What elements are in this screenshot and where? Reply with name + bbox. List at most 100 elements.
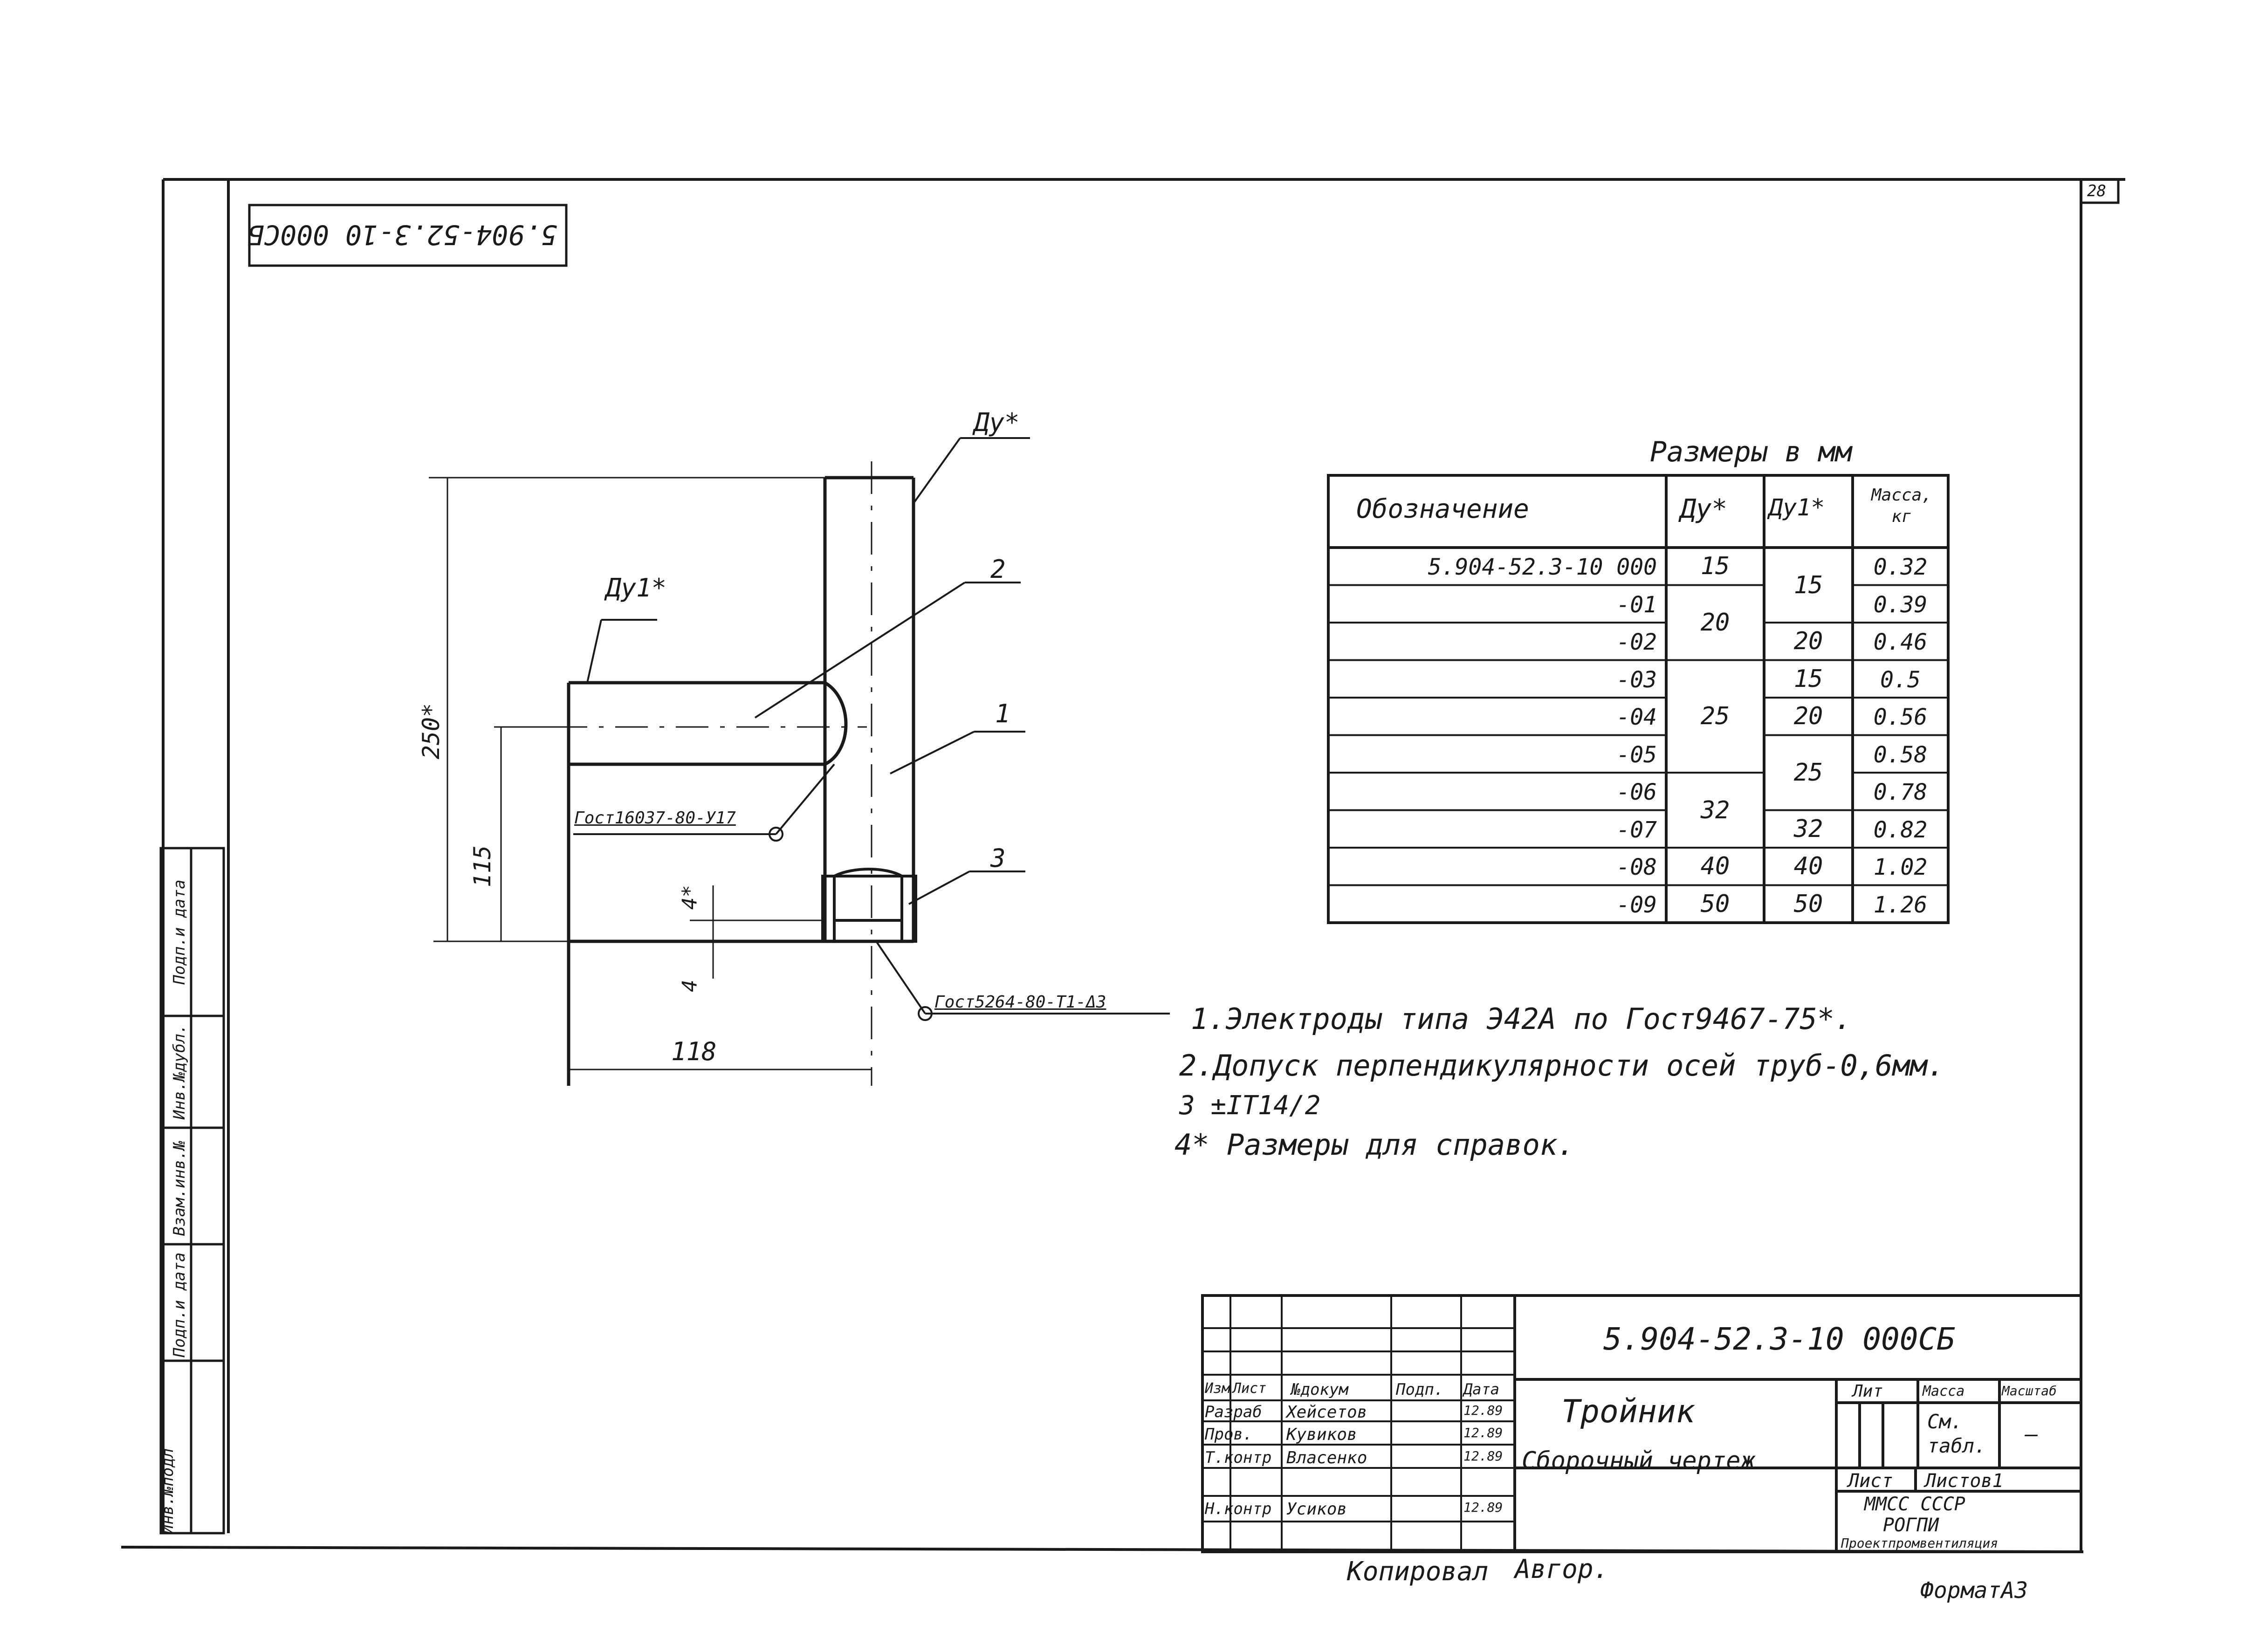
size-table-du: 40 (1700, 852, 1730, 881)
staff-date: 12.89 (1463, 1448, 1503, 1464)
size-table-header-du1: Ду1* (1769, 494, 1825, 521)
staff-date: 12.89 (1463, 1403, 1503, 1418)
staff-name: Усиков (1286, 1500, 1347, 1519)
size-table-mass: 0.58 (1873, 741, 1928, 768)
staff-date: 12.89 (1463, 1500, 1503, 1515)
col-header-doc: №докум (1291, 1380, 1348, 1399)
copied-label: Копировал (1347, 1556, 1489, 1587)
size-table-du: 15 (1700, 552, 1730, 581)
size-table-designation: -07 (1616, 816, 1657, 843)
side-stamp-grid (159, 847, 225, 1535)
size-table-designation: -03 (1616, 666, 1657, 693)
size-table-mass: 0.39 (1873, 591, 1928, 618)
staff-role: Пров. (1205, 1425, 1253, 1444)
title-designation: 5.904-52.3-10 000СБ (1603, 1321, 1955, 1357)
note-1: 1.Электроды типа Э42А по Гост9467-75*. (1191, 1002, 1852, 1036)
org-line-3: Проектпромвентиляция (1841, 1535, 1999, 1551)
size-table-designation: -02 (1616, 629, 1657, 655)
title-block-staff-grid (1202, 1296, 1515, 1552)
note-4: 4* Размеры для справок. (1175, 1128, 1575, 1162)
size-table-designation: -09 (1616, 891, 1657, 918)
sheets-label: Листов1 (1925, 1470, 2004, 1492)
side-stamp-label-5: Подп.и дата (170, 879, 189, 985)
size-table-du: 20 (1700, 609, 1730, 637)
mass-value: См. табл. (1927, 1410, 1986, 1457)
size-table-designation: -04 (1616, 704, 1657, 730)
callout-3: 3 (990, 843, 1006, 873)
staff-name: Власенко (1286, 1448, 1367, 1467)
top-code-box (248, 204, 568, 267)
leader-lines (573, 437, 1170, 1015)
dim-4star: 4* (678, 885, 702, 910)
size-table-du: 32 (1700, 796, 1730, 824)
staff-name: Хейсетов (1286, 1403, 1367, 1422)
label-du: Ду* (974, 408, 1020, 437)
page-number-box (2080, 178, 2120, 204)
tee-bottom-cap (821, 868, 917, 943)
size-table-mass: 1.26 (1873, 891, 1928, 918)
weld-note-1: Гост16037-80-У17 (574, 809, 736, 828)
weld-note-2: Гост5264-80-Т1-Δ3 (934, 993, 1106, 1012)
dim-height: 250* (418, 703, 445, 760)
size-table-mass: 0.82 (1873, 816, 1928, 843)
callout-1: 1 (995, 699, 1010, 728)
size-table-du1: 20 (1793, 702, 1823, 731)
sheet-label: Лист (1848, 1470, 1893, 1492)
col-header-list: Лист (1233, 1380, 1267, 1397)
side-stamp-label-3: Взам.инв.№ (170, 1140, 189, 1236)
page-number: 28 (2087, 182, 2106, 200)
size-table-designation: -08 (1616, 854, 1657, 880)
size-table-du1: 20 (1793, 627, 1823, 656)
dim-4: 4 (678, 980, 702, 992)
size-table-mass: 0.46 (1873, 629, 1928, 655)
staff-date: 12.89 (1463, 1425, 1503, 1440)
lit-label: Лит (1853, 1382, 1883, 1401)
size-table-du1: 32 (1793, 815, 1823, 843)
title-block-grid (1201, 1294, 2082, 1553)
side-stamp-label-4: Инв.№дубл. (170, 1024, 189, 1120)
size-table-mass: 1.02 (1873, 854, 1928, 880)
scale-value: — (2025, 1421, 2038, 1446)
size-table-header-designation: Обозначение (1356, 494, 1529, 524)
weld-marker-2 (918, 1006, 933, 1021)
size-table-du1: 40 (1793, 852, 1823, 881)
size-table-mass: 0.78 (1873, 779, 1928, 805)
size-table-row-lines (1328, 584, 1948, 886)
weld-marker-1 (769, 827, 783, 842)
size-table-header-mass: Масса, кг (1871, 486, 1932, 526)
label-du1: Ду1* (606, 573, 667, 603)
title-name: Тройник (1561, 1393, 1695, 1430)
side-stamp-label-1: Инв.№подл (158, 1448, 177, 1535)
col-header-date: Дата (1463, 1380, 1500, 1398)
staff-role: Разраб (1205, 1403, 1262, 1421)
size-table-du1: 25 (1793, 759, 1823, 787)
dim-118: 118 (671, 1037, 717, 1066)
org-line-1: ММСС СССР (1864, 1494, 1965, 1515)
size-table-mass: 0.32 (1873, 554, 1928, 580)
top-rotated-code: 5.904-52.3-10 000СБ (247, 219, 557, 251)
size-table-caption: Размеры в мм (1650, 436, 1852, 468)
tee-branch-pipe (567, 681, 848, 1086)
size-table-designation: -05 (1616, 741, 1657, 768)
size-table-designation: -06 (1616, 779, 1657, 805)
size-table-header-du: Ду* (1680, 494, 1728, 524)
dimension-lines (429, 477, 872, 1070)
title-doc-type: Сборочный чертеж (1522, 1447, 1755, 1475)
size-table-mass: 0.56 (1873, 704, 1928, 730)
scale-label: Масштаб (2002, 1383, 2057, 1398)
size-table-du: 25 (1700, 702, 1730, 731)
staff-role: Н.контр (1205, 1500, 1272, 1518)
tee-main-pipe (569, 476, 915, 943)
size-table-designation: -01 (1616, 591, 1657, 618)
size-table-du1: 15 (1793, 571, 1823, 599)
note-2: 2.Допуск перпендикулярности осей труб-0,… (1179, 1049, 1945, 1083)
size-table-du: 50 (1700, 890, 1730, 918)
staff-role: Т.контр (1205, 1448, 1272, 1467)
col-header-sign: Подп. (1396, 1380, 1444, 1399)
size-table-designation: 5.904-52.3-10 000 (1428, 554, 1657, 580)
callout-2: 2 (990, 555, 1006, 584)
side-stamp-label-2: Подп.и дата (170, 1252, 189, 1357)
size-table-mass: 0.5 (1880, 666, 1921, 693)
staff-name: Кувиков (1286, 1425, 1357, 1444)
